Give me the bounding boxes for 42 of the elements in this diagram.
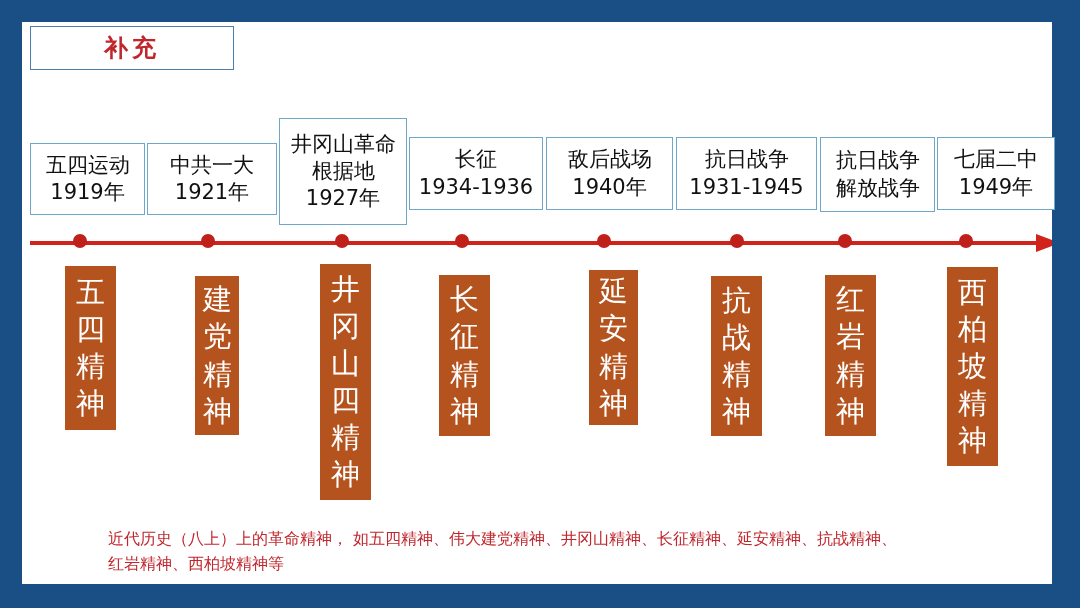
spirit-text: 井冈山四精神 (330, 270, 361, 494)
event-text: 中共一大 (170, 151, 254, 179)
spirit-box (320, 264, 371, 500)
event-text: 1934-1936 (418, 173, 534, 201)
event-text: 1931-1945 (689, 173, 804, 201)
event-box (676, 137, 817, 210)
event-text: 1949年 (958, 173, 1034, 201)
spirit-text: 长征精神 (449, 281, 480, 430)
event-text: 抗日战争 (835, 147, 920, 175)
event-box (147, 143, 277, 215)
event-text: 1940年 (572, 173, 647, 201)
event-text: 1927年 (305, 185, 381, 213)
event-box (279, 118, 407, 225)
event-text: 抗日战争 (704, 146, 789, 174)
spirit-box (825, 275, 876, 436)
event-box (820, 137, 935, 212)
event-text: 七届二中 (954, 146, 1038, 174)
event-text: 五四运动 (45, 151, 130, 179)
event-box (30, 143, 145, 215)
event-text: 解放战争 (835, 174, 920, 202)
event-box (937, 137, 1055, 210)
spirit-text: 延安精神 (598, 273, 629, 422)
spirit-text: 西柏坡精神 (957, 273, 988, 460)
event-text: 井冈山革命根据地 (289, 130, 397, 185)
note-text: 近代历史（八上）上的革命精神， 如五四精神、伟大建党精神、井冈山精神、长征精神、延安精神、抗战精神、红岩精神、西柏坡精神等 (108, 528, 899, 575)
spirit-box (947, 267, 998, 466)
event-text: 敌后战场 (567, 146, 652, 174)
spirit-box (439, 275, 490, 436)
spirit-text: 五四精神 (75, 273, 106, 423)
spirit-text: 抗战精神 (721, 281, 752, 431)
event-box (546, 137, 673, 210)
event-text: 长征 (455, 146, 497, 174)
event-text: 1919年 (50, 179, 125, 206)
title: 补充 (30, 26, 234, 70)
event-text: 1921年 (174, 179, 250, 206)
spirit-box (589, 270, 638, 425)
event-box (409, 137, 543, 210)
spirit-box (711, 276, 762, 436)
spirit-text: 红岩精神 (835, 281, 866, 430)
spirit-box (195, 276, 239, 435)
spirit-box (65, 266, 116, 430)
spirit-text: 建党精神 (201, 281, 233, 430)
